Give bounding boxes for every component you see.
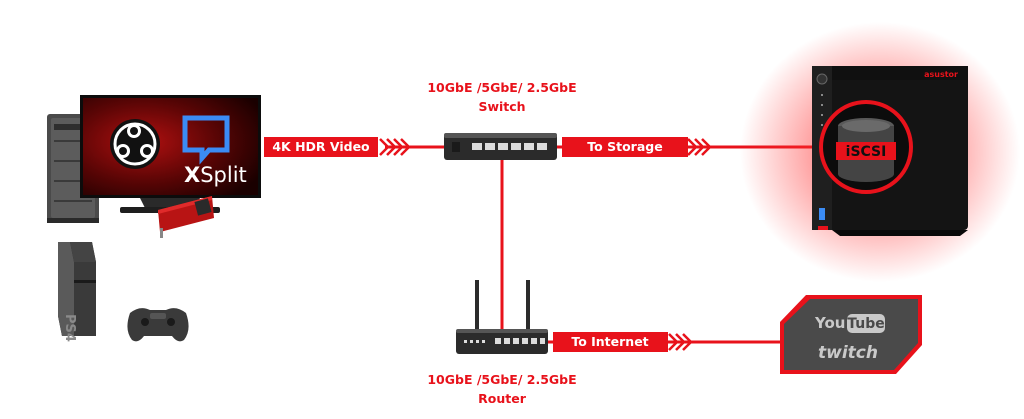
chevron-arrows-icon xyxy=(687,138,712,156)
monitor-icon xyxy=(80,95,261,213)
capture-card-icon xyxy=(158,196,214,238)
router-icon xyxy=(456,280,548,354)
obs-logo-icon xyxy=(110,119,160,169)
youtube-logo-tube: Tube xyxy=(847,316,885,332)
nas-brand-label: asustor xyxy=(924,70,958,79)
ps4-console-icon: PS4 xyxy=(58,242,96,342)
svg-text:To Storage: To Storage xyxy=(587,139,662,154)
chevron-arrows-icon xyxy=(379,138,411,156)
video-link-label: 4K HDR Video xyxy=(264,137,411,157)
switch-caption: 10GbE /5GbE/ 2.5GbE Switch xyxy=(400,78,604,116)
xsplit-wordmark: XSplit xyxy=(184,163,247,187)
chevron-arrows-icon xyxy=(668,333,693,351)
youtube-logo: You xyxy=(814,314,845,332)
gamepad-icon xyxy=(127,308,189,342)
streaming-platforms-badge: You Tube twitch xyxy=(780,295,922,374)
router-name-label: Router xyxy=(478,391,526,406)
twitch-logo: twitch xyxy=(818,343,878,363)
ps4-logo: PS4 xyxy=(62,314,77,342)
iscsi-badge: iSCSI xyxy=(819,100,913,194)
iscsi-label: iSCSI xyxy=(846,144,887,160)
network-switch-icon xyxy=(444,133,557,160)
router-caption: 10GbE /5GbE/ 2.5GbE Router xyxy=(400,370,604,408)
switch-speed-label: 10GbE /5GbE/ 2.5GbE xyxy=(427,80,577,95)
xsplit-logo-icon: XSplit xyxy=(182,115,247,187)
switch-name-label: Switch xyxy=(478,99,526,114)
svg-text:To Internet: To Internet xyxy=(571,334,648,349)
internet-link-label: To Internet xyxy=(553,332,693,352)
router-speed-label: 10GbE /5GbE/ 2.5GbE xyxy=(427,372,577,387)
svg-text:4K HDR Video: 4K HDR Video xyxy=(272,139,370,154)
storage-link-label: To Storage xyxy=(562,137,712,157)
